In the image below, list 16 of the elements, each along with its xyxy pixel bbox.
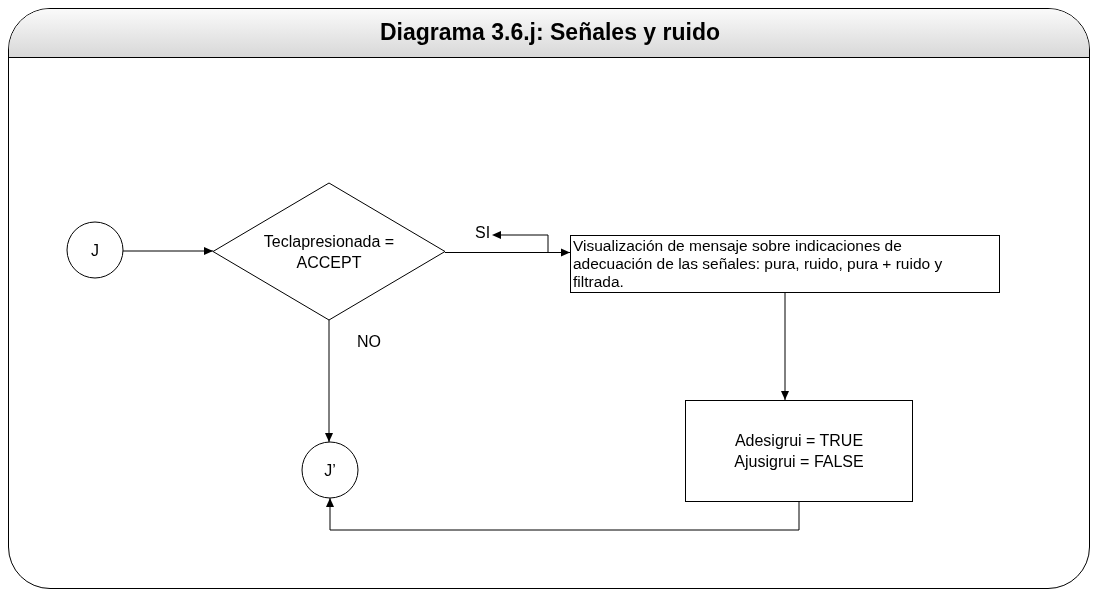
arrow [326,497,800,531]
connector-circle [301,441,359,499]
node-text: Adesigrui = TRUE Ajusigrui = FALSE [733,431,865,472]
title: Diagrama 3.6.j: Señales y ruido [379,18,721,46]
node-text: Visualización de mensaje sobre indicaciones de adecuación de las señales: pura, ruido, pura + ruido y filtrada. [573,237,944,291]
arrow [444,248,571,257]
node-text: Teclapresionada = ACCEPT [244,230,414,273]
connector-circle [66,221,124,279]
node-text: J’ [324,459,336,481]
arrow [325,319,333,443]
node-text: J [91,239,99,261]
arrow [781,292,789,401]
process-box [570,235,1000,293]
arrow [122,247,214,255]
decision-diamond [212,182,446,321]
process-box [685,400,913,502]
